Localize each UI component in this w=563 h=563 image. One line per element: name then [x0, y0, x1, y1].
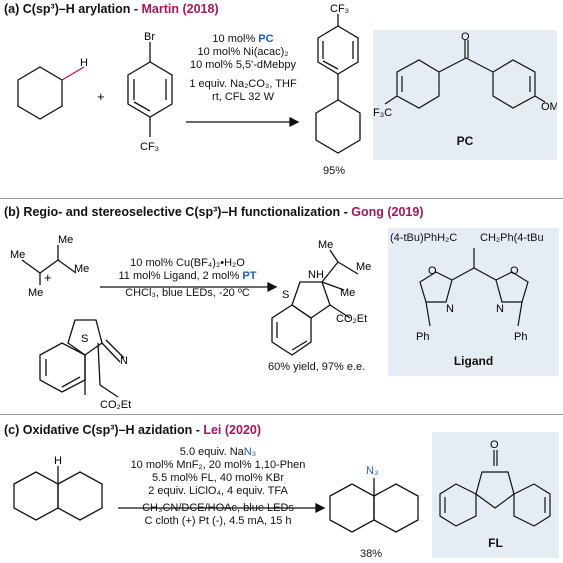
section-a-conditions: 10 mol% PC 10 mol% Ni(acac)₂ 10 mol% 5,5…: [183, 33, 303, 104]
section-b-scheme: Me Me Me Me + S N CO₂Et S NH Me Me Me CO…: [10, 234, 371, 411]
cond-c-2: 10 mol% MnF₂, 20 mol% 1,10-Phen: [130, 459, 306, 471]
ligand-structure: O O N N Ph Ph: [416, 248, 529, 343]
cond-c-6: C cloth (+) Pt (-), 4.5 mA, 15 h: [144, 515, 292, 527]
yield-a: 95%: [323, 165, 346, 177]
divider-1: [0, 198, 563, 199]
product-s: S: [282, 289, 289, 301]
ligand-o-2: O: [510, 265, 519, 277]
n-atom: N: [120, 355, 128, 367]
decalin-reactant: [13, 471, 59, 521]
ligand-label: Ligand: [453, 354, 494, 368]
cond-a-3: 10 mol% 5,5'-dMebpy: [189, 59, 297, 71]
product-me-3: Me: [340, 287, 355, 299]
plus-sign-b: +: [44, 270, 52, 285]
cond-c-3: 5.5 mol% FL, 40 mol% KBr: [151, 472, 285, 484]
section-b-conditions: 10 mol% Cu(BF₄)₂•H₂O 11 mol% Ligand, 2 m…: [105, 257, 270, 300]
section-b-title: (b) Regio- and stereoselective C(sp³)–H …: [4, 205, 352, 219]
cond-c-5: CH₃CN/DCE/HOAc, blue LEDs: [142, 502, 294, 514]
section-a-author: Martin (2018): [141, 2, 219, 16]
divider-2: [0, 414, 563, 415]
section-c-author: Lei (2020): [203, 423, 262, 437]
section-a-header: (a) C(sp³)–H arylation - Martin (2018): [4, 2, 219, 16]
cyclohexane-ring: [17, 66, 63, 120]
cond-a-4: 1 equiv. Na₂CO₃, THF: [189, 78, 297, 90]
h-atom: H: [80, 57, 88, 69]
product-me-2: Me: [356, 261, 371, 273]
fl-o-atom: O: [490, 439, 499, 451]
fl-label: FL: [488, 536, 503, 550]
me-1: Me: [58, 234, 73, 246]
product-co2et: CO₂Et: [336, 313, 367, 325]
ligand-o-1: O: [428, 265, 437, 277]
product-nh: NH: [308, 269, 324, 281]
me-4: Me: [28, 287, 43, 299]
me-3: Me: [74, 263, 89, 275]
product-cyclohexyl-ring: [315, 99, 361, 154]
product-me-1: Me: [318, 239, 333, 251]
cond-b-2: 11 mol% Ligand, 2 mol% PT: [118, 270, 257, 282]
ligand-ph-2: Ph: [514, 331, 527, 343]
section-a-scheme: Br H + CF₃ CF₃: [17, 3, 361, 154]
yield-c: 38%: [360, 548, 383, 560]
s-atom: S: [81, 333, 88, 345]
cond-c-1: 5.0 equiv. NaN₃: [179, 446, 257, 458]
h-atom-c: H: [54, 455, 62, 467]
ligand-left-group: (4-tBu)PhH₂C: [390, 232, 458, 244]
plus-sign-a: +: [97, 89, 105, 104]
me-2: Me: [10, 249, 25, 261]
co2et-reagent: CO₂Et: [100, 399, 131, 411]
ligand-n-1: N: [446, 303, 454, 315]
section-b-header: (b) Regio- and stereoselective C(sp³)–H …: [4, 205, 424, 219]
cond-a-5: rt, CFL 32 W: [212, 91, 274, 103]
cf3-label-product: CF₃: [330, 3, 349, 15]
pc-label: PC: [456, 134, 474, 148]
ligand-right-group: CH₂Ph(4-tBu: [480, 232, 544, 244]
ligand-box: (4-tBu)PhH₂C CH₂Ph(4-tBu O O N N Ph Ph L…: [388, 228, 559, 376]
section-c-conditions: 5.0 equiv. NaN₃ 10 mol% MnF₂, 20 mol% 1,…: [118, 446, 318, 528]
n3-atom: N₃: [366, 465, 378, 477]
pc-f3c: F₃C: [373, 107, 392, 119]
fl-structure: O: [439, 439, 551, 527]
cf3-label-a: CF₃: [140, 141, 159, 153]
decalin-product: [329, 483, 375, 533]
section-c-title: (c) Oxidative C(sp³)–H azidation -: [4, 423, 204, 437]
section-c-header: (c) Oxidative C(sp³)–H azidation - Lei (…: [4, 423, 261, 437]
br-atom: Br: [144, 31, 155, 43]
cond-b-1: 10 mol% Cu(BF₄)₂•H₂O: [130, 257, 245, 269]
section-b-author: Gong (2019): [351, 205, 424, 219]
ligand-ph-1: Ph: [416, 331, 429, 343]
pc-o-atom: O: [461, 31, 470, 43]
cond-a-2: 10 mol% Ni(acac)₂: [197, 46, 289, 58]
pc-catalyst-box: O F₃C OMe PC: [373, 30, 563, 160]
cond-a-1: 10 mol% PC: [212, 33, 274, 45]
cond-b-3: CHCl₃, blue LEDs, -20 ºC: [125, 287, 250, 299]
yield-b: 60% yield, 97% e.e.: [268, 361, 366, 373]
cond-c-4: 2 equiv. LiClO₄, 4 equiv. TFA: [148, 485, 288, 497]
ligand-n-2: N: [496, 303, 504, 315]
section-a-title: (a) C(sp³)–H arylation -: [4, 2, 142, 16]
fl-catalyst-box: O FL: [432, 432, 559, 558]
